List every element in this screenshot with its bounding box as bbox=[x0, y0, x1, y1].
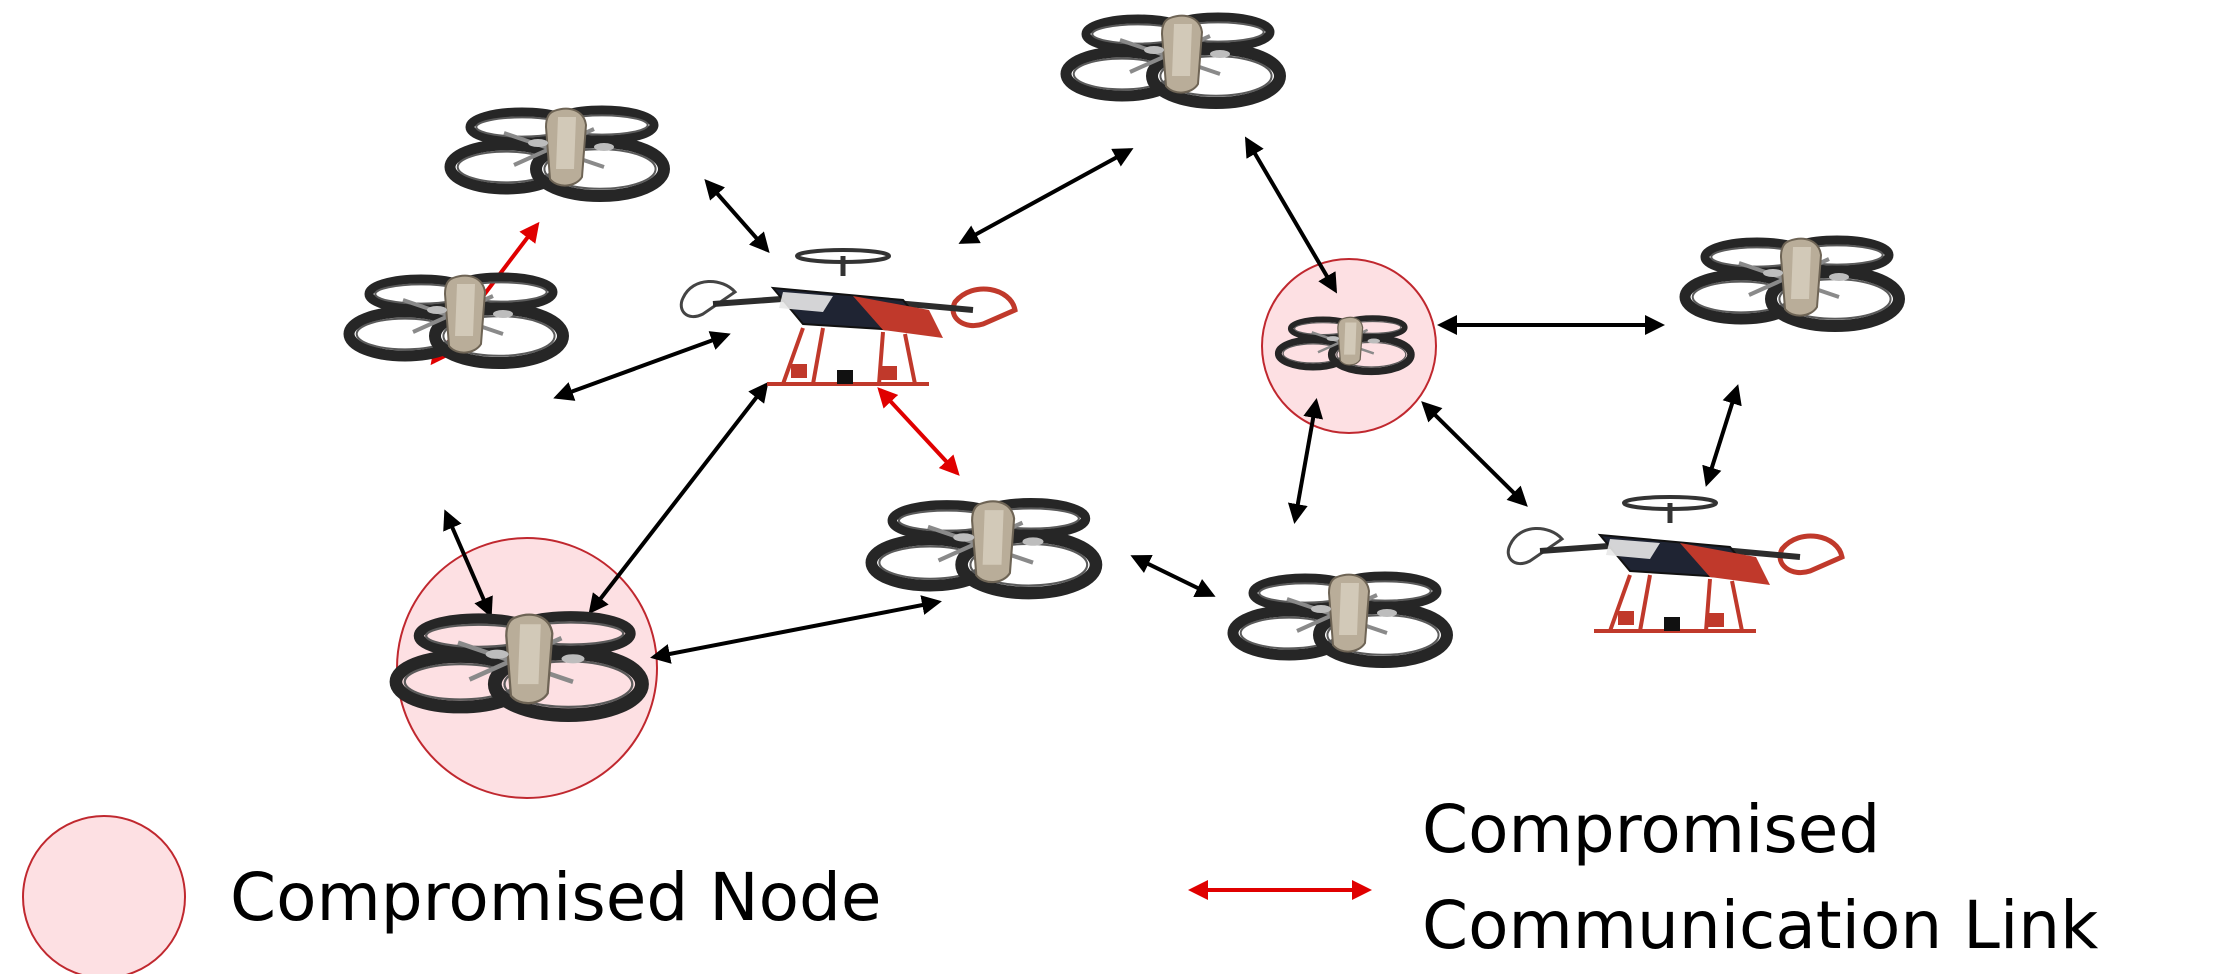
link-n5-n8 bbox=[1130, 555, 1216, 597]
link-n7-n10 bbox=[1702, 384, 1742, 487]
ring-quadcopter-n2 bbox=[343, 272, 569, 369]
link-n3-n6 bbox=[1244, 136, 1338, 294]
link-n1-n9 bbox=[704, 179, 770, 253]
legend: Compromised Node Compromised Communicati… bbox=[22, 791, 2099, 974]
ring-quadcopter-n7 bbox=[1679, 235, 1905, 332]
link-n2-n9 bbox=[553, 331, 731, 401]
ring-quadcopter-n6 bbox=[1274, 315, 1415, 376]
ring-quadcopter-n1 bbox=[444, 105, 670, 202]
legend-compromised-link-label-line2: Communication Link bbox=[1422, 887, 2099, 964]
link-n9-n3 bbox=[958, 148, 1134, 244]
communication-links bbox=[430, 136, 1742, 664]
legend-compromised-link-label-line1: Compromised bbox=[1422, 791, 1880, 868]
legend-compromised-node-icon bbox=[22, 815, 186, 974]
compromised-link-n9-n5 bbox=[877, 387, 960, 476]
ring-quadcopter-n3 bbox=[1060, 12, 1286, 109]
arm-quadcopter-n10 bbox=[1506, 495, 1845, 633]
ring-quadcopter-n5 bbox=[865, 498, 1103, 600]
ring-quadcopter-n8 bbox=[1227, 571, 1453, 668]
link-n2-n4 bbox=[443, 509, 493, 618]
drone-nodes bbox=[343, 12, 1905, 723]
ring-quadcopter-n4 bbox=[389, 611, 649, 723]
link-n9-n4 bbox=[588, 381, 769, 615]
arm-quadcopter-n9 bbox=[679, 248, 1018, 386]
link-n6-n8 bbox=[1287, 398, 1324, 524]
link-n6-n10 bbox=[1421, 401, 1528, 507]
link-n4-n5 bbox=[650, 595, 942, 664]
legend-compromised-node-label: Compromised Node bbox=[230, 859, 881, 936]
